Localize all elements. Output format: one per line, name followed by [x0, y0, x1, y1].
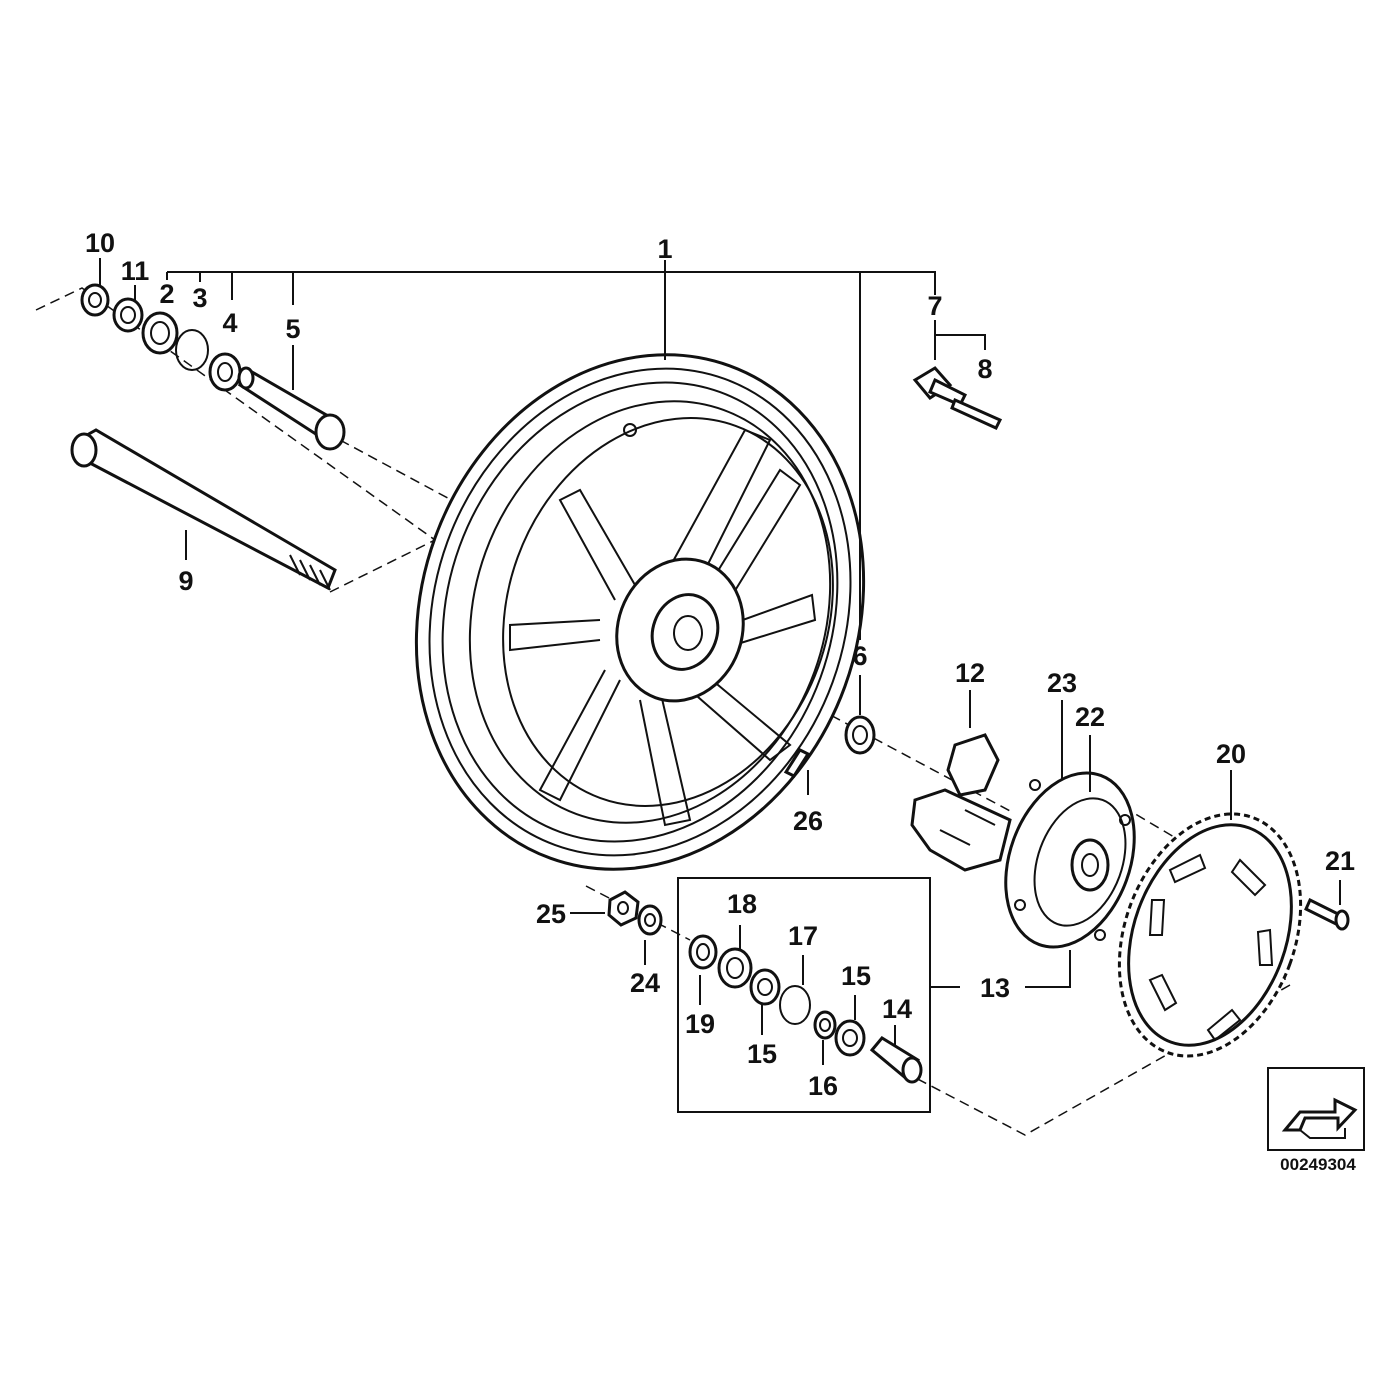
bearing-icon-4[interactable] [208, 352, 242, 392]
label-11[interactable]: 11 [121, 256, 150, 286]
tire-valve-icon[interactable] [912, 366, 968, 407]
spacer-sleeve-icon-14[interactable] [869, 1036, 923, 1084]
label-4[interactable]: 4 [222, 308, 237, 338]
label-18[interactable]: 18 [727, 889, 757, 919]
label-20[interactable]: 20 [1216, 739, 1246, 769]
label-26[interactable]: 26 [793, 806, 823, 836]
circlip-icon-17[interactable] [779, 985, 811, 1025]
label-13[interactable]: 13 [980, 973, 1010, 1003]
rim-icon[interactable] [346, 291, 935, 933]
leader-lines [99, 258, 1341, 1065]
label-17[interactable]: 17 [788, 921, 818, 951]
key-icon[interactable] [783, 748, 811, 778]
label-15b[interactable]: 15 [841, 961, 871, 991]
label-15a[interactable]: 15 [747, 1039, 777, 1069]
label-2[interactable]: 2 [159, 279, 174, 309]
washer-icon-24[interactable] [637, 904, 663, 936]
label-16[interactable]: 16 [808, 1071, 838, 1101]
bearing-icon-15a[interactable] [749, 968, 781, 1006]
reference-code: 00249304 [1280, 1155, 1356, 1174]
label-8[interactable]: 8 [977, 354, 992, 384]
part-labels: 1 2 3 4 5 6 7 8 9 10 11 12 13 14 15 15 1… [85, 228, 1355, 1101]
drive-flange-icon[interactable] [983, 755, 1157, 965]
label-14[interactable]: 14 [882, 994, 912, 1024]
circlip-icon-3[interactable] [175, 329, 209, 371]
valve-insert-icon[interactable] [950, 397, 1003, 430]
seal-ring-icon-2[interactable] [141, 311, 179, 355]
seal-ring-icon-18[interactable] [717, 947, 753, 989]
label-19[interactable]: 19 [685, 1009, 715, 1039]
bearing-icon-15b[interactable] [834, 1019, 866, 1057]
spacer-sleeve-icon-5[interactable] [237, 366, 346, 451]
bolt-icon[interactable] [1304, 897, 1350, 931]
label-10[interactable]: 10 [85, 228, 115, 258]
label-5[interactable]: 5 [285, 314, 300, 344]
damper-icon[interactable] [910, 733, 1012, 872]
label-22[interactable]: 22 [1075, 702, 1105, 732]
subassembly-box [677, 877, 931, 1113]
sprocket-icon[interactable] [1087, 788, 1332, 1081]
axle-icon[interactable] [70, 428, 337, 591]
label-12[interactable]: 12 [955, 658, 985, 688]
label-3[interactable]: 3 [192, 283, 207, 313]
bearing-icon-6[interactable] [844, 715, 876, 755]
label-1[interactable]: 1 [657, 234, 672, 264]
label-23[interactable]: 23 [1047, 668, 1077, 698]
spacer-ring-icon[interactable] [813, 1010, 837, 1040]
label-6[interactable]: 6 [852, 641, 867, 671]
bushing-icon-19[interactable] [688, 934, 718, 970]
label-25[interactable]: 25 [536, 899, 566, 929]
nut-icon-25[interactable] [607, 890, 640, 927]
label-21[interactable]: 21 [1325, 846, 1355, 876]
bushing-icon-11[interactable] [112, 297, 144, 333]
label-9[interactable]: 9 [178, 566, 193, 596]
washer-icon-10[interactable] [80, 283, 110, 317]
label-7[interactable]: 7 [927, 291, 942, 321]
direction-arrow-icon [1267, 1067, 1365, 1151]
label-24[interactable]: 24 [630, 968, 660, 998]
